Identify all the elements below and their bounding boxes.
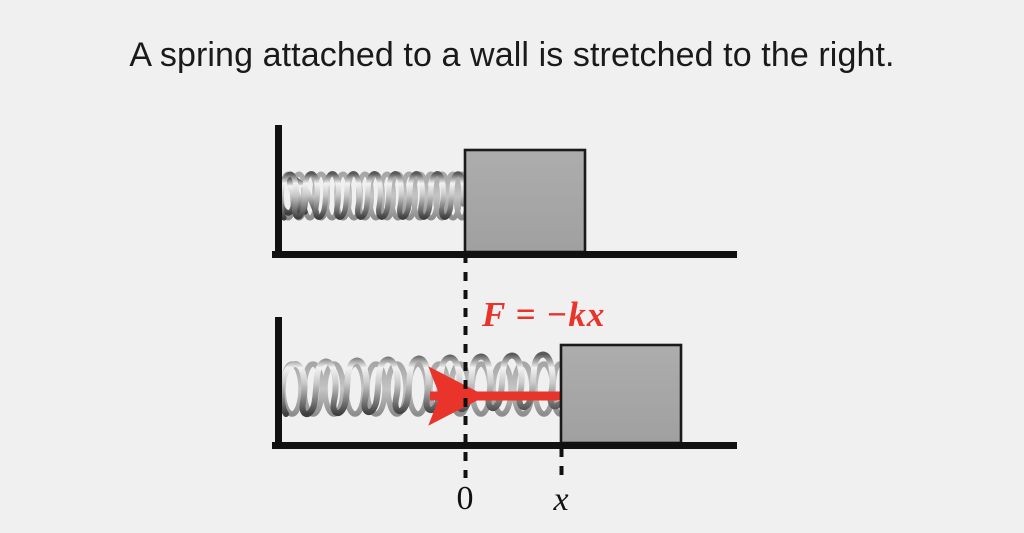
relaxed-block xyxy=(463,148,587,254)
hookes-law-formula: F = −kx xyxy=(482,295,606,334)
stretched-block xyxy=(559,343,683,445)
stretched-spring-helix xyxy=(278,351,562,417)
page-title: A spring attached to a wall is stretched… xyxy=(129,36,895,74)
relaxed-spring-helix xyxy=(278,171,467,221)
origin-label: 0 xyxy=(456,480,474,517)
displacement-label: x xyxy=(553,481,569,518)
relaxed-spring-panel xyxy=(272,125,737,258)
stretched-spring-panel xyxy=(272,317,737,449)
